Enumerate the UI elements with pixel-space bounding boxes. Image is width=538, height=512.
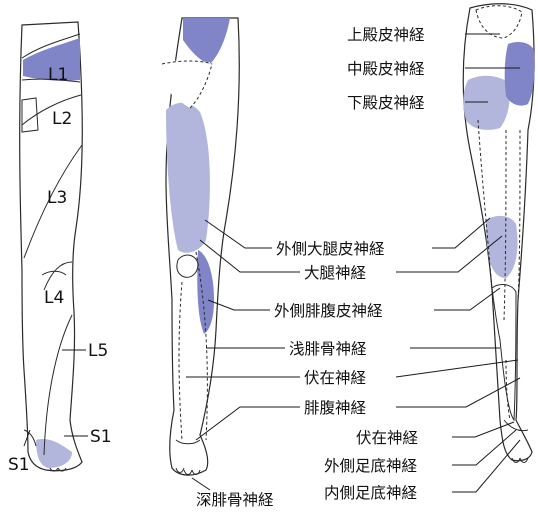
label-saphenous: 伏在神経 [304,369,367,387]
label-medial-plantar: 内側足底神経 [324,484,418,502]
leader-lateral-femoral-cutaneous-right [432,218,490,248]
front-leg-foot-line [176,440,200,444]
label-s1-medial: S1 [90,427,112,447]
lateral-sural-cutaneous-zone [197,250,214,334]
back-leg-dash-4 [506,360,510,420]
middle-cluneal-zone [505,42,535,106]
leader-saphenous-foot [452,422,514,437]
lateral-femoral-cutaneous-zone [166,103,210,253]
dermatome-labels: L1 L2 L3 L4 L5 S1 S1 [8,65,112,475]
front-nerve-leg [160,18,239,475]
dermatome-boundary-7 [24,430,36,446]
back-nerve-leg [463,4,535,463]
nerve-labels: 上殿皮神経 中殿皮神経 下殿皮神経 外側大腿皮神経 大腿神経 外側腓腹皮神経 浅… [196,26,425,509]
leader-lines [24,34,520,492]
label-lateral-femoral-cutaneous: 外側大腿皮神経 [276,240,385,258]
label-femoral: 大腿神経 [304,264,367,282]
back-leg-foot-line [504,420,528,431]
superior-cluneal-zone [476,6,522,38]
leader-sural-right [396,378,520,407]
label-l2: L2 [52,109,72,129]
leader-sural-left [196,407,300,440]
label-deep-peroneal: 深腓骨神経 [196,491,274,509]
knee-patch [177,255,198,277]
s1-foot-zone [36,439,72,468]
label-saphenous-foot: 伏在神経 [356,429,419,447]
label-l5: L5 [88,341,108,361]
label-lateral-plantar: 外側足底神経 [324,457,418,475]
dermatome-leg [20,22,83,471]
inferior-cluneal-zone [463,76,509,130]
label-superficial-peroneal: 浅腓骨神経 [289,340,367,358]
front-leg-dash-4 [179,282,182,440]
label-l4: L4 [44,288,64,308]
leader-lateral-sural-right [434,288,500,310]
label-lateral-sural-cutaneous: 外側腓腹皮神経 [274,302,383,320]
leader-lateral-femoral-cutaneous-left [205,220,272,248]
label-l1: L1 [48,65,68,85]
label-middle-cluneal: 中殿皮神経 [347,60,425,78]
leader-saphenous-right [396,360,518,377]
leader-deep-peroneal [192,478,210,490]
dermatome-boundary-6 [44,315,72,455]
label-superior-cluneal: 上殿皮神経 [347,26,425,44]
label-s1-lateral: S1 [8,455,30,475]
dermatome-leg-silhouette [20,22,83,471]
label-l3: L3 [47,188,67,208]
leader-medial-plantar [452,440,520,492]
leader-lateral-plantar [452,430,516,465]
dermatome-boundary-5 [44,262,72,290]
front-leg-femoral-dark-zone [183,18,230,64]
label-sural: 腓腹神経 [304,399,367,417]
cutout-hip [160,60,210,108]
label-inferior-cluneal: 下殿皮神経 [347,94,425,112]
